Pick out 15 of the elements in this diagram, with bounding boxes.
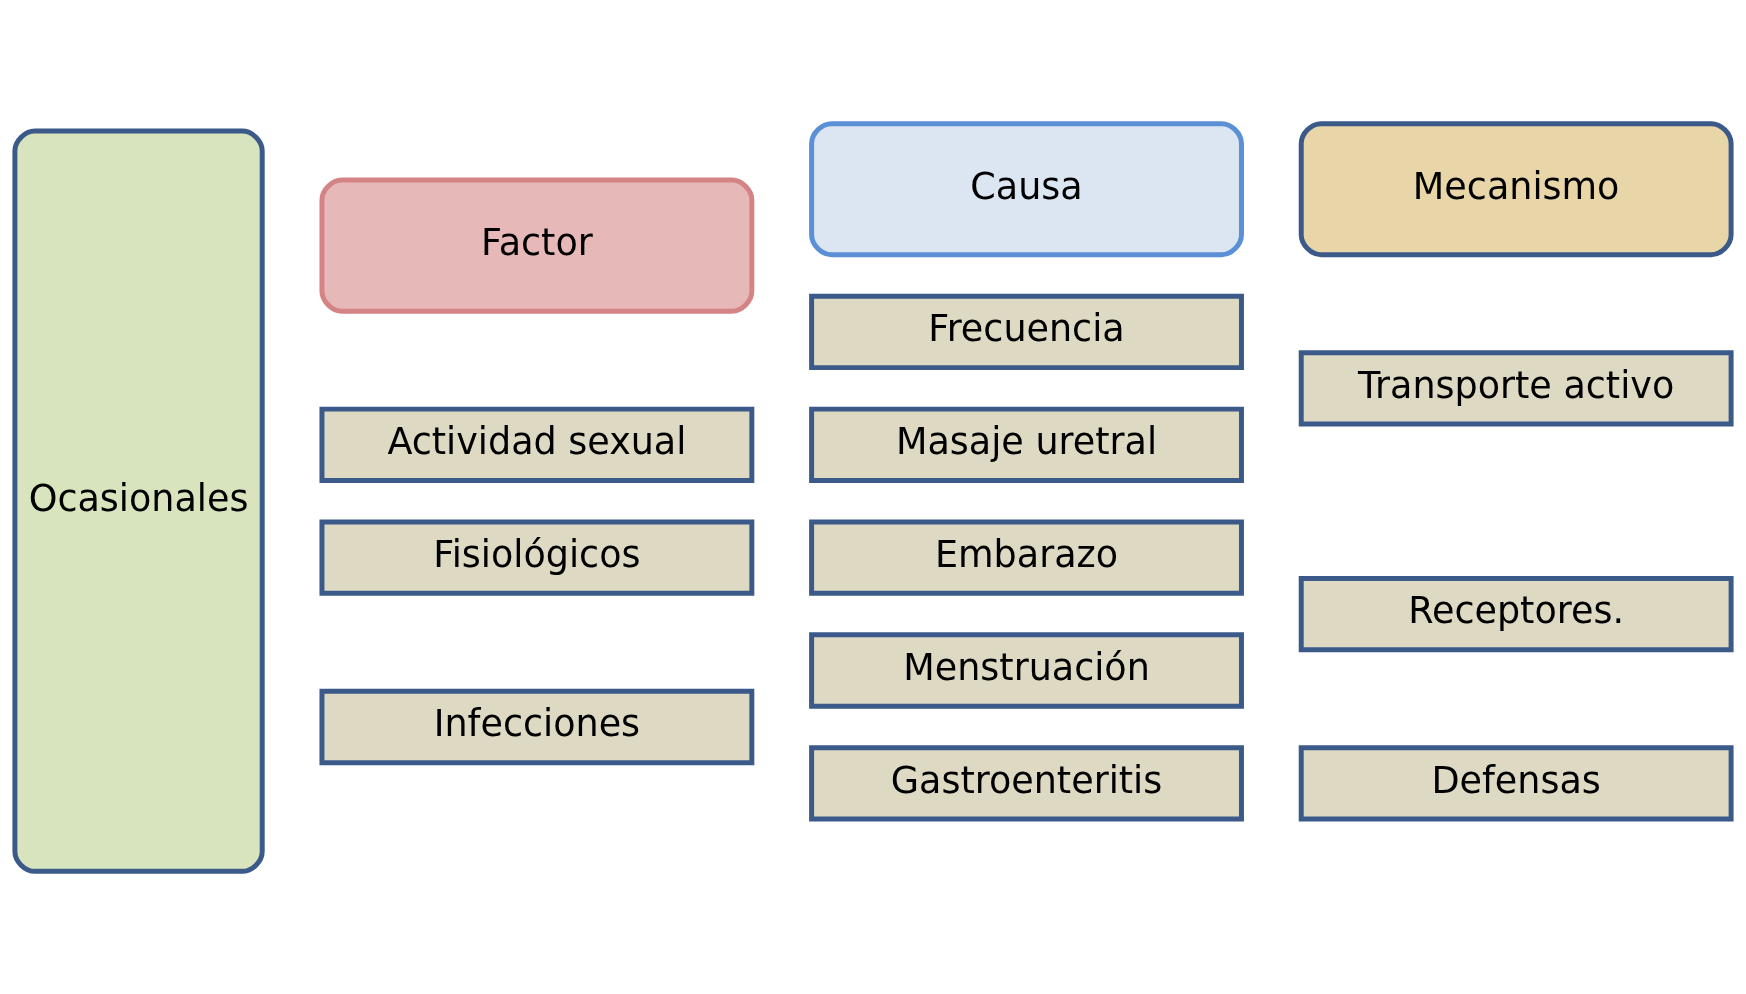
node-box: Transporte activo (1298, 349, 1734, 427)
node-box: Actividad sexual (319, 406, 755, 483)
node-box: Causa (809, 120, 1244, 257)
node-box: Mecanismo (1298, 120, 1734, 257)
node-box: Factor (319, 177, 755, 314)
node-box: Receptores. (1298, 575, 1734, 652)
node-box: Ocasionales (12, 128, 265, 874)
node-box: Menstruación (809, 631, 1244, 709)
node-box: Frecuencia (809, 293, 1244, 370)
node-box: Masaje uretral (809, 406, 1244, 483)
node-box: Gastroenteritis (809, 744, 1244, 822)
node-box: Defensas (1298, 744, 1734, 822)
node-box: Fisiológicos (319, 519, 755, 596)
node-box: Embarazo (809, 519, 1244, 596)
node-box: Infecciones (319, 688, 755, 765)
